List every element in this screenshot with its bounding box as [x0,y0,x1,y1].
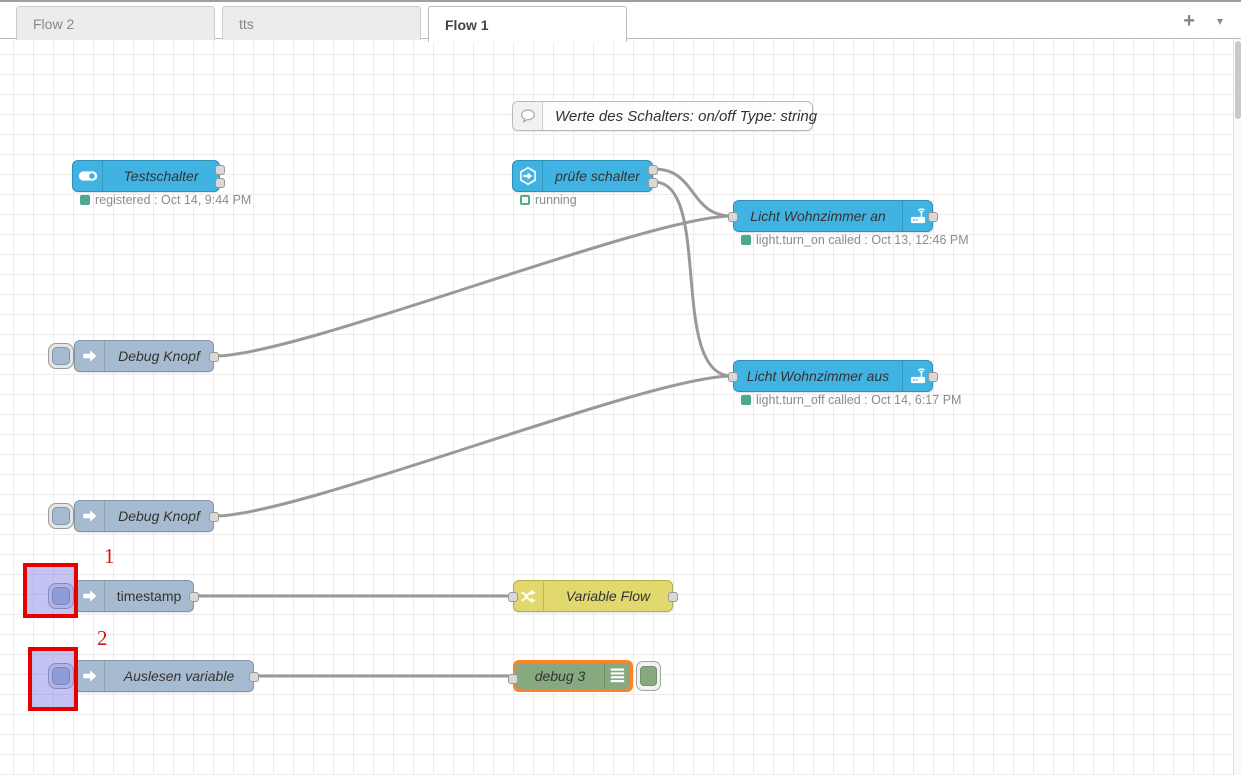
node-label: Auslesen variable [123,668,235,684]
flow-workspace[interactable]: Werte des Schalters: on/off Type: string… [0,39,1241,775]
inject-node-body[interactable]: timestamp [74,580,199,612]
output-port[interactable] [928,212,938,222]
node-status-pruefe-schalter: running [520,193,577,207]
status-text: running [535,193,577,207]
shuffle-icon [514,581,544,611]
node-status-testschalter: registered : Oct 14, 9:44 PM [80,193,251,207]
tab-label: tts [239,15,254,32]
node-auslesen-variable[interactable]: Auslesen variable [48,660,259,692]
node-status-licht-an: light.turn_on called : Oct 13, 12:46 PM [741,233,969,247]
inject-node-body[interactable]: Debug Knopf [74,500,219,532]
output-port[interactable] [928,372,938,382]
node-debug-knopf-2[interactable]: Debug Knopf [48,500,219,532]
vertical-scrollbar[interactable] [1233,39,1241,775]
node-label: Licht Wohnzimmer an [750,208,886,224]
node-licht-wohnzimmer-aus[interactable]: Licht Wohnzimmer aus [728,360,938,392]
output-port[interactable] [648,178,658,188]
node-testschalter[interactable]: Testschalter [72,160,225,192]
node-label: timestamp [116,588,182,604]
node-label: Debug Knopf [118,508,200,524]
node-timestamp[interactable]: timestamp [48,580,199,612]
node-label: debug 3 [534,668,586,684]
tab-label: Flow 2 [33,15,75,32]
inject-node-body[interactable]: Auslesen variable [74,660,259,692]
node-pruefe-schalter[interactable]: prüfe schalter [512,160,658,192]
status-text: registered : Oct 14, 9:44 PM [95,193,252,207]
inject-arrow-icon [75,661,105,691]
router-service-icon [902,201,932,231]
inject-button-inner [52,667,70,685]
output-port[interactable] [189,592,199,602]
router-service-icon [902,361,932,391]
inject-button-inner [52,347,70,365]
status-text: light.turn_off called : Oct 14, 6:17 PM [756,393,962,407]
input-port[interactable] [728,372,738,382]
input-port[interactable] [508,592,518,602]
inject-button-inner [52,507,70,525]
node-variable-flow[interactable]: Variable Flow [508,580,678,612]
flow-list-dropdown-icon[interactable]: ▾ [1216,14,1223,28]
inject-button[interactable] [48,503,74,529]
node-label: Variable Flow [565,588,651,604]
tab-flow-2[interactable]: Flow 2 [16,6,215,40]
output-port[interactable] [209,352,219,362]
output-port[interactable] [668,592,678,602]
wire[interactable] [652,180,734,378]
add-flow-button[interactable]: + [1183,10,1195,32]
status-dot-icon [80,195,90,205]
debug-list-icon [604,663,630,689]
node-label: Debug Knopf [118,348,200,364]
node-label: Licht Wohnzimmer aus [746,368,890,384]
status-dot-icon [741,235,751,245]
status-text: light.turn_on called : Oct 13, 12:46 PM [756,233,969,247]
annotation-number-2: 2 [97,626,108,650]
node-label: prüfe schalter [555,168,640,184]
flow-tab-bar: Flow 2 tts Flow 1 + ▾ [0,0,1241,42]
wire[interactable] [213,374,734,518]
node-label: Testschalter [123,168,199,184]
tab-label: Flow 1 [445,16,489,33]
input-port[interactable] [508,674,518,684]
output-port[interactable] [209,512,219,522]
annotation-box-2 [28,647,78,711]
wire-layer [193,167,734,678]
inject-button-inner [52,587,70,605]
tabbar-buttons: + ▾ [1179,8,1227,34]
node-licht-wohnzimmer-an[interactable]: Licht Wohnzimmer an [728,200,938,232]
inject-button[interactable] [48,583,74,609]
tab-flow-1-active[interactable]: Flow 1 [428,6,627,42]
output-port[interactable] [215,178,225,188]
inject-button[interactable] [48,343,74,369]
debug-enable-toggle[interactable] [636,661,661,691]
wire[interactable] [213,214,734,358]
comment-label: Werte des Schalters: on/off Type: string [555,107,818,125]
inject-arrow-icon [75,341,105,371]
inject-arrow-icon [75,501,105,531]
annotation-box-1 [23,563,78,618]
toggle-switch-icon [73,161,103,191]
status-ring-icon [520,195,530,205]
inject-arrow-icon [75,581,105,611]
annotation-number-1: 1 [104,544,115,568]
inject-button[interactable] [48,663,74,689]
input-port[interactable] [728,212,738,222]
debug-toggle-inner [640,666,657,686]
hexagon-arrow-icon [513,161,543,191]
comment-node[interactable]: Werte des Schalters: on/off Type: string [512,101,817,131]
output-port[interactable] [215,165,225,175]
comment-bubble-icon [513,102,543,130]
tab-tts[interactable]: tts [222,6,421,40]
wire[interactable] [652,167,734,218]
inject-node-body[interactable]: Debug Knopf [74,340,219,372]
node-debug-3[interactable]: debug 3 [508,660,633,692]
flow-tabs: Flow 2 tts Flow 1 [16,6,627,42]
node-status-licht-aus: light.turn_off called : Oct 14, 6:17 PM [741,393,961,407]
status-dot-icon [741,395,751,405]
scrollbar-thumb[interactable] [1235,41,1241,119]
output-port[interactable] [648,165,658,175]
output-port[interactable] [249,672,259,682]
node-debug-knopf-1[interactable]: Debug Knopf [48,340,219,372]
